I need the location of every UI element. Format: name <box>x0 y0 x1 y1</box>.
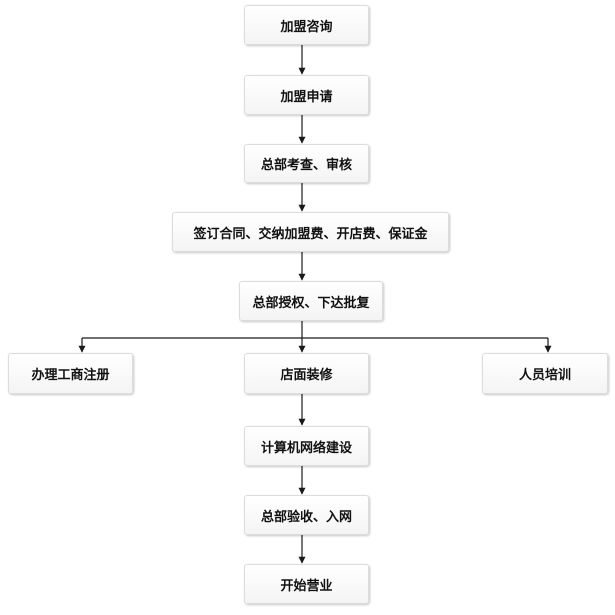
step-store-renovation: 店面装修 <box>244 353 369 394</box>
step-start-business: 开始营业 <box>244 564 369 604</box>
step-label: 计算机网络建设 <box>260 440 352 456</box>
step-label: 总部授权、下达批复 <box>252 295 370 311</box>
step-label: 总部考查、审核 <box>260 158 352 173</box>
step-hq-review: 总部考查、审核 <box>244 144 369 183</box>
step-label: 开始营业 <box>280 578 333 594</box>
step-business-registration: 办理工商注册 <box>8 353 133 394</box>
step-hq-authorization: 总部授权、下达批复 <box>239 281 383 321</box>
step-label: 加盟咨询 <box>280 19 333 35</box>
step-franchise-inquiry: 加盟咨询 <box>244 5 369 45</box>
step-staff-training: 人员培训 <box>482 353 608 394</box>
step-sign-contract: 签订合同、交纳加盟费、开店费、保证金 <box>172 212 449 252</box>
step-label: 办理工商注册 <box>31 368 110 383</box>
step-label: 签订合同、交纳加盟费、开店费、保证金 <box>193 226 428 242</box>
step-label: 加盟申请 <box>280 89 333 105</box>
step-label: 店面装修 <box>280 368 333 383</box>
step-franchise-application: 加盟申请 <box>244 75 369 115</box>
step-label: 人员培训 <box>518 368 571 383</box>
step-hq-acceptance: 总部验收、入网 <box>244 495 369 535</box>
step-network-setup: 计算机网络建设 <box>244 426 369 466</box>
step-label: 总部验收、入网 <box>260 509 352 525</box>
